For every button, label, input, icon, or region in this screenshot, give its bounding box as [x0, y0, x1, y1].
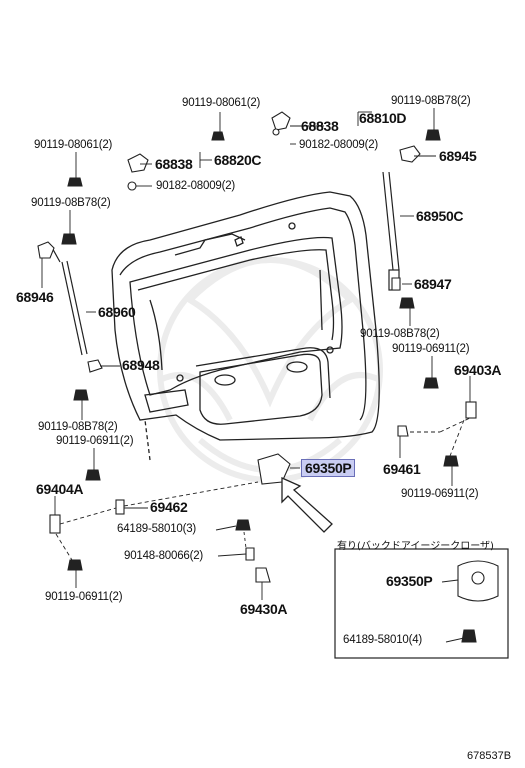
label-68838-top[interactable]: 68838 [301, 118, 339, 134]
label-90182-08009-top[interactable]: 90182-08009(2) [299, 139, 379, 151]
catalog-number: 678537B [467, 750, 512, 762]
label-69350P-highlighted[interactable]: 69350P [301, 459, 356, 477]
inset-title: 有り(バックドアイージークローザ) [337, 541, 494, 552]
inset-label-64189-58010-4[interactable]: 64189-58010(4) [343, 634, 423, 646]
label-90119-08B78-left[interactable]: 90119-08B78(2) [31, 197, 111, 209]
hardware-glyphs [37, 111, 499, 643]
label-68946[interactable]: 68946 [16, 289, 54, 305]
label-69462[interactable]: 69462 [150, 499, 188, 515]
label-90119-06911-bottom[interactable]: 90119-06911(2) [45, 591, 123, 603]
label-90119-08061-top[interactable]: 90119-08061(2) [182, 97, 261, 109]
label-68820C[interactable]: 68820C [214, 152, 262, 168]
back-door-panel [111, 191, 380, 461]
inset-label-69350P[interactable]: 69350P [386, 573, 433, 589]
pointer-arrow [281, 476, 333, 533]
inset-frame [334, 548, 509, 659]
label-90148-80066[interactable]: 90148-80066(2) [124, 550, 204, 562]
label-90119-08061-left[interactable]: 90119-08061(2) [34, 139, 113, 151]
label-68810D[interactable]: 68810D [359, 110, 407, 126]
label-69403A[interactable]: 69403A [454, 362, 502, 378]
label-64189-58010-3[interactable]: 64189-58010(3) [117, 523, 197, 535]
label-68960[interactable]: 68960 [98, 304, 136, 320]
label-90119-06911-lowright[interactable]: 90119-06911(2) [401, 488, 479, 500]
strut-left [49, 243, 88, 356]
label-68838-left[interactable]: 68838 [155, 156, 193, 172]
label-90119-08B78-topright[interactable]: 90119-08B78(2) [391, 95, 471, 107]
label-90119-08B78-right[interactable]: 90119-08B78(2) [360, 328, 440, 340]
label-69461[interactable]: 69461 [383, 461, 421, 477]
label-90119-06911-right[interactable]: 90119-06911(2) [392, 343, 470, 355]
label-68950C[interactable]: 68950C [416, 208, 464, 224]
watermark-emblem [157, 257, 383, 483]
label-68947[interactable]: 68947 [414, 276, 452, 292]
label-68948[interactable]: 68948 [122, 357, 160, 373]
label-90119-06911-lowleft[interactable]: 90119-06911(2) [56, 435, 134, 447]
label-69430A[interactable]: 69430A [240, 601, 288, 617]
leader-lines [41, 108, 471, 643]
strut-right [382, 171, 400, 291]
label-68945[interactable]: 68945 [439, 148, 477, 164]
label-69404A[interactable]: 69404A [36, 481, 84, 497]
label-90182-08009-left[interactable]: 90182-08009(2) [156, 180, 236, 192]
label-90119-08B78-lowleft[interactable]: 90119-08B78(2) [38, 421, 118, 433]
